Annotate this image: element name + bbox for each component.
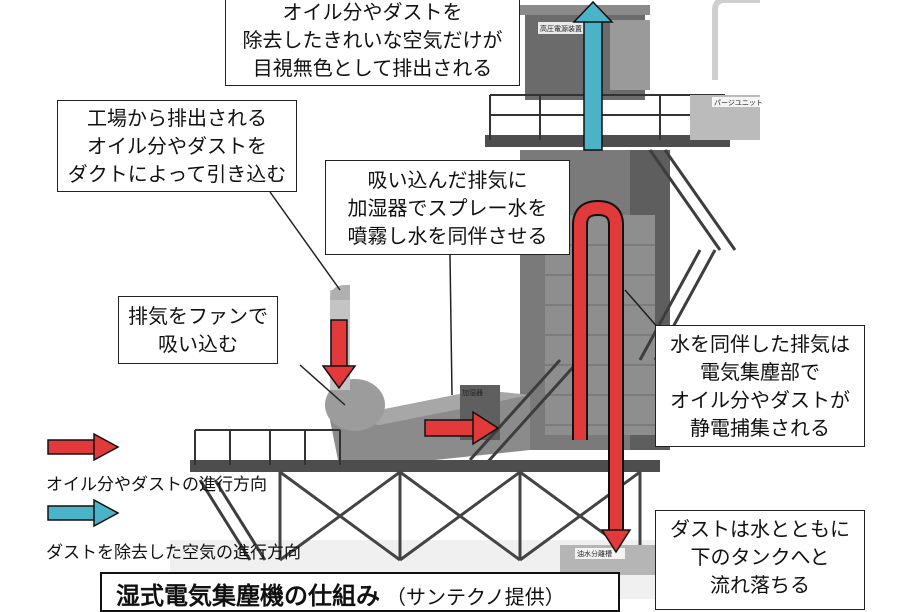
chimney-pipe	[712, 0, 760, 80]
callout-fan: 排気をファンで 吸い込む	[118, 296, 278, 364]
callout-duct-intake-line-2: オイル分やダストを	[87, 134, 267, 158]
figure-title-box: 湿式電気集塵機の仕組み（サンテクノ提供）	[100, 572, 620, 612]
hv-panel-label: 高圧電源装置	[540, 24, 582, 33]
callout-tank-line-3: 流れ落ちる	[710, 573, 810, 597]
callout-humidifier-line-2: 加湿器でスプレー水を	[347, 195, 548, 220]
upper-railing	[489, 94, 726, 140]
upper-platform	[485, 135, 730, 147]
fan-inlet-arrow	[321, 319, 357, 390]
callout-tank: ダストは水とともに 下のタンクへと 流れ落ちる	[655, 510, 865, 610]
hv-panel-box	[610, 20, 650, 90]
callout-clean-air-line-3: 目視無色として排出される	[252, 56, 493, 80]
clean-air-arrow	[572, 0, 614, 151]
lower-railing	[194, 429, 341, 465]
tower-ribs	[545, 244, 655, 426]
callout-tank-line-1: ダストは水とともに	[670, 517, 850, 541]
callout-fan-line-2: 吸い込む	[158, 332, 238, 356]
callout-electrostatic-line-1: 水を同伴した排気は	[670, 332, 850, 356]
tank-label-plate	[575, 548, 625, 559]
legend-blue-arrow	[47, 498, 120, 528]
callout-clean-air: オイル分やダストを 除去したきれいな空気だけが 目視無色として排出される	[225, 0, 520, 86]
purge-unit-label: パージユニット	[714, 99, 763, 107]
callout-electrostatic-line-2: 電気集塵部で	[700, 360, 820, 384]
hv-label-plate	[538, 22, 586, 34]
tower-dust-arrowhead	[600, 529, 632, 554]
humidifier-tag-label: 加湿器	[462, 388, 483, 397]
legend-dust-flow-label: オイル分やダストの進行方向	[46, 475, 267, 495]
callout-humidifier-line-1: 吸い込んだ排気に	[367, 167, 528, 192]
callout-humidifier: 吸い込んだ排気に 加湿器でスプレー水を 噴霧し水を同伴させる	[325, 160, 570, 255]
humidifier-inlet-arrow	[424, 410, 500, 446]
figure-title: 湿式電気集塵機の仕組み	[116, 582, 380, 610]
lower-stair	[198, 358, 577, 561]
diagram: 高圧電源装置 パージユニット 加湿器 油水分離槽	[46, 0, 865, 612]
purge-label-plate	[712, 97, 766, 107]
callout-fan-line-1: 排気をファンで	[128, 304, 268, 328]
callout-electrostatic-line-3: オイル分やダストが	[670, 388, 850, 412]
callout-duct-intake-line-1: 工場から排出される	[87, 106, 267, 130]
callout-electrostatic-line-4: 静電捕集される	[690, 416, 830, 440]
legend-red-arrow	[47, 432, 120, 462]
right-stair	[638, 149, 737, 361]
lower-platform	[190, 460, 660, 472]
callout-duct-intake-line-3: ダクトによって引き込む	[67, 162, 287, 186]
leader-lines	[269, 191, 661, 406]
callout-clean-air-line-2: 除去したきれいな空気だけが	[242, 28, 503, 52]
figure-credit: （サンテクノ提供）	[386, 585, 565, 609]
intake-elbow	[330, 285, 350, 300]
callout-clean-air-line-1: オイル分やダストを	[282, 0, 463, 24]
machine-illustration: 高圧電源装置 パージユニット 加湿器 油水分離槽	[47, 0, 766, 599]
callout-tank-line-2: 下のタンクへと	[690, 545, 830, 569]
fan-housing	[325, 379, 385, 431]
callout-electrostatic: 水を同伴した排気は 電気集塵部で オイル分やダストが 静電捕集される	[655, 325, 865, 447]
callout-humidifier-line-3: 噴霧し水を同伴させる	[347, 223, 548, 248]
callout-duct-intake: 工場から排出される オイル分やダストを ダクトによって引き込む	[57, 100, 297, 192]
legend-clean-air-label: ダストを除去した空気の進行方向	[46, 543, 301, 563]
tank-tag-label: 油水分離槽	[577, 549, 612, 558]
